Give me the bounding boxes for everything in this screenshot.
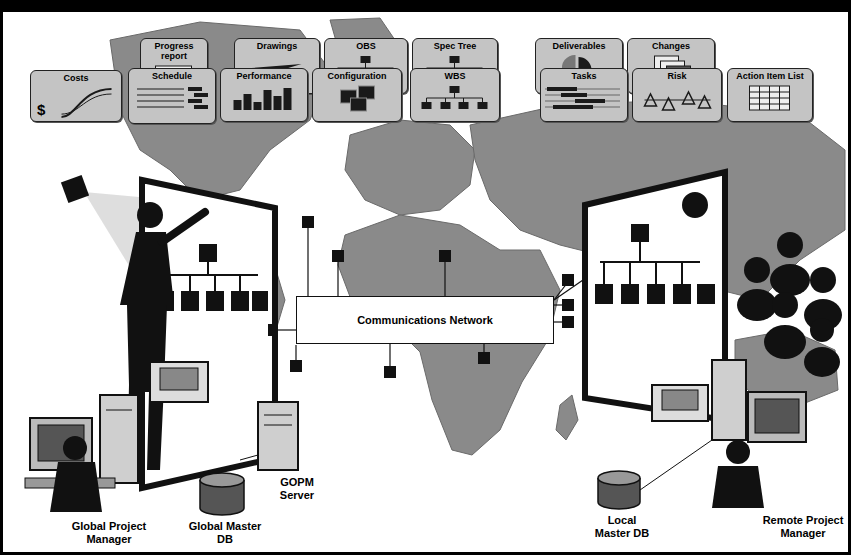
tile-title: Performance — [221, 69, 307, 82]
view-tile: Performance — [220, 68, 308, 122]
network-terminals — [268, 216, 574, 378]
tile-icon — [422, 86, 488, 109]
europe — [345, 120, 475, 215]
global-workstation — [25, 362, 208, 512]
view-tile: Tasks — [540, 68, 628, 122]
tile-title: Communications Network — [351, 311, 499, 330]
tile-symbol: $ — [37, 102, 45, 117]
remote-workstation — [652, 360, 806, 508]
tile-icon — [341, 86, 375, 111]
tile-icon-svg — [313, 84, 400, 120]
network-wires — [276, 228, 583, 366]
tile-title: Risk — [633, 69, 721, 82]
tile-title: Schedule — [129, 69, 215, 82]
tile-icon-svg — [221, 84, 306, 120]
top-band — [0, 0, 851, 12]
view-tile: Configuration — [312, 68, 402, 122]
equipment-label: GOPM Server — [266, 476, 328, 501]
tile-title: Progress report — [141, 39, 207, 62]
tile-icon-svg — [541, 84, 626, 120]
global-master-db — [200, 473, 244, 515]
equipment-label: Global Master DB — [186, 520, 264, 545]
tile-icon — [137, 87, 208, 109]
tile-title: OBS — [325, 39, 407, 52]
tile-icon — [545, 87, 620, 109]
audience-figures — [737, 232, 842, 377]
right-display-board — [585, 172, 725, 420]
tile-title: Costs — [31, 71, 121, 84]
view-tile: WBS — [410, 68, 500, 122]
north-america — [110, 22, 330, 200]
tile-title: Spec Tree — [413, 39, 497, 52]
tile-icon — [645, 92, 711, 110]
view-tile: Costs $ — [30, 70, 122, 122]
projector-lamp — [61, 175, 89, 203]
tile-icon-svg — [633, 84, 720, 120]
madagascar — [556, 395, 578, 440]
equipment-label: Remote Project Manager — [758, 514, 848, 539]
tile-title: Configuration — [313, 69, 401, 82]
tile-icon — [62, 89, 112, 117]
network-box: Communications Network — [296, 296, 554, 344]
tile-title: WBS — [411, 69, 499, 82]
tile-title: Action Item List — [728, 69, 812, 82]
tile-icon-svg — [728, 84, 811, 120]
tile-icon — [750, 86, 790, 110]
tile-title: Tasks — [541, 69, 627, 82]
tile-icon — [234, 88, 292, 110]
equipment-label: Global Project Manager — [52, 520, 166, 545]
tile-title: Deliverables — [536, 39, 622, 52]
tile-icon-svg — [129, 84, 214, 122]
view-tile: Risk — [632, 68, 722, 122]
tile-title: Drawings — [235, 39, 319, 52]
view-tile: Action Item List — [727, 68, 813, 122]
view-tile: Schedule — [128, 68, 216, 124]
gopm-server — [240, 402, 298, 470]
local-master-db — [598, 440, 712, 509]
equipment-label: Local Master DB — [588, 514, 656, 539]
tile-icon-svg — [411, 84, 498, 120]
tile-title: Changes — [628, 39, 714, 52]
